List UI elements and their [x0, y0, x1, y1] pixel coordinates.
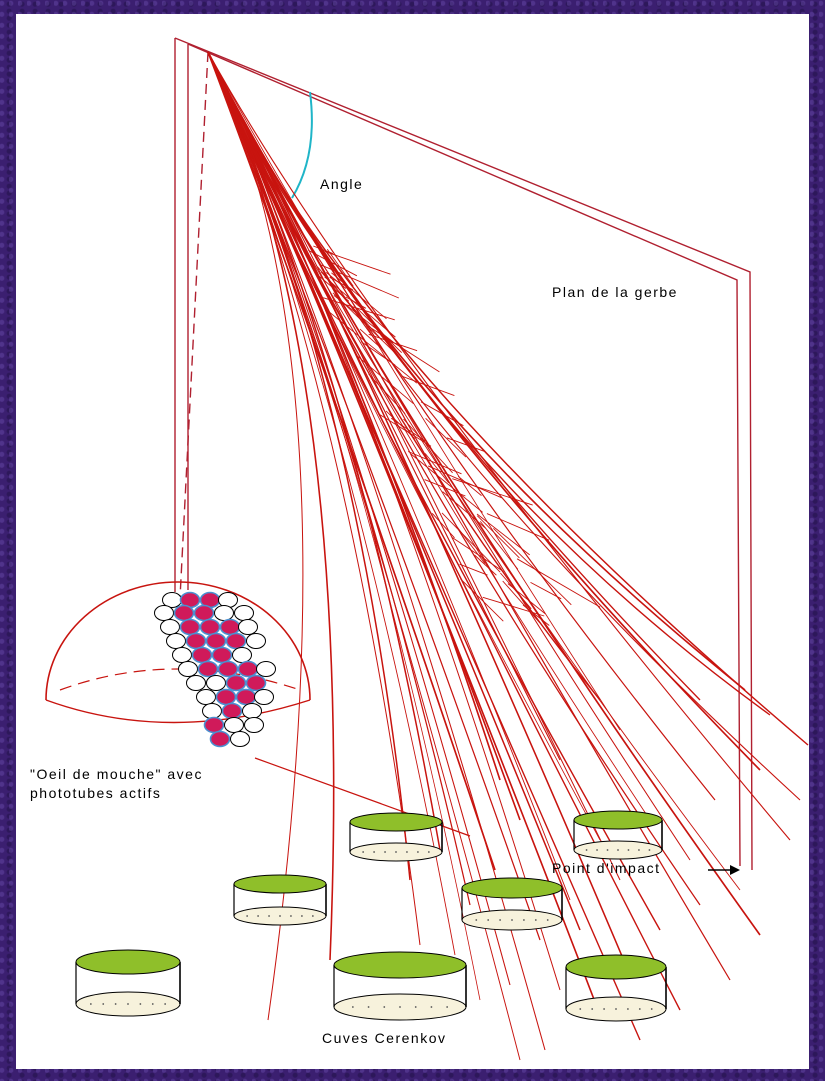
particle-track	[208, 52, 700, 700]
phototube	[231, 732, 250, 747]
phototube	[257, 662, 276, 677]
particle-track	[208, 52, 420, 945]
cherenkov-tank	[334, 952, 466, 1020]
particle-track	[208, 52, 440, 850]
particle-track	[500, 573, 531, 609]
angle-label: Angle	[320, 176, 363, 192]
particle-track	[458, 476, 481, 495]
particle-track	[208, 52, 480, 1000]
particle-track	[208, 52, 650, 820]
active-phototube	[227, 676, 246, 691]
active-phototube	[237, 690, 256, 705]
phototube	[243, 704, 262, 719]
phototube	[233, 648, 252, 663]
phototube	[179, 662, 198, 677]
particle-track	[208, 52, 770, 715]
phototube	[187, 676, 206, 691]
particle-track	[208, 52, 808, 745]
active-phototube	[175, 606, 194, 621]
phototube	[225, 718, 244, 733]
phototube	[167, 634, 186, 649]
active-phototube	[187, 634, 206, 649]
active-phototube	[205, 718, 224, 733]
active-phototube	[217, 690, 236, 705]
active-phototube	[239, 662, 258, 677]
active-phototube	[227, 634, 246, 649]
flys-eye-label-line1: "Oeil de mouche" avec	[30, 766, 203, 782]
phototube	[207, 676, 226, 691]
active-phototube	[199, 662, 218, 677]
particle-track	[208, 52, 760, 770]
active-phototube	[207, 634, 226, 649]
particle-track	[208, 52, 410, 880]
particle-track	[208, 52, 700, 905]
dome-base	[46, 700, 310, 723]
particle-track	[483, 597, 544, 616]
impact-point-label: Point d'impact	[552, 860, 661, 876]
cherenkov-tank	[76, 950, 180, 1016]
active-phototube	[195, 606, 214, 621]
active-phototube	[193, 648, 212, 663]
dashed-sightline	[180, 52, 208, 598]
phototube	[245, 718, 264, 733]
active-phototube	[181, 620, 200, 635]
impact-arrow	[708, 865, 740, 875]
phototube	[161, 620, 180, 635]
shower-plane-label: Plan de la gerbe	[552, 284, 678, 300]
phototube	[215, 606, 234, 621]
particle-track	[208, 52, 760, 935]
phototube	[155, 606, 174, 621]
active-phototube	[221, 620, 240, 635]
phototube	[173, 648, 192, 663]
phototube	[239, 620, 258, 635]
cherenkov-tank	[462, 878, 562, 930]
particle-track	[391, 418, 425, 441]
phototube	[247, 634, 266, 649]
particle-track	[208, 52, 740, 890]
flys-eye-label-line2: phototubes actifs	[30, 785, 161, 801]
active-phototube	[219, 662, 238, 677]
active-phototube	[223, 704, 242, 719]
cherenkov-tank	[350, 813, 442, 861]
phototube	[255, 690, 274, 705]
tanks-label: Cuves Cerenkov	[322, 1030, 447, 1046]
cherenkov-tank	[566, 955, 666, 1021]
cherenkov-tank	[574, 811, 662, 859]
particle-track	[320, 264, 399, 298]
angle-arc	[292, 92, 312, 198]
active-phototube	[211, 732, 230, 747]
phototube	[197, 690, 216, 705]
cherenkov-tank	[234, 875, 326, 925]
phototube	[203, 704, 222, 719]
phototube	[235, 606, 254, 621]
active-phototube	[201, 620, 220, 635]
particle-track	[208, 52, 800, 800]
active-phototube	[213, 648, 232, 663]
phototube	[219, 593, 238, 608]
active-phototube	[247, 676, 266, 691]
cherenkov-tanks	[76, 811, 666, 1021]
